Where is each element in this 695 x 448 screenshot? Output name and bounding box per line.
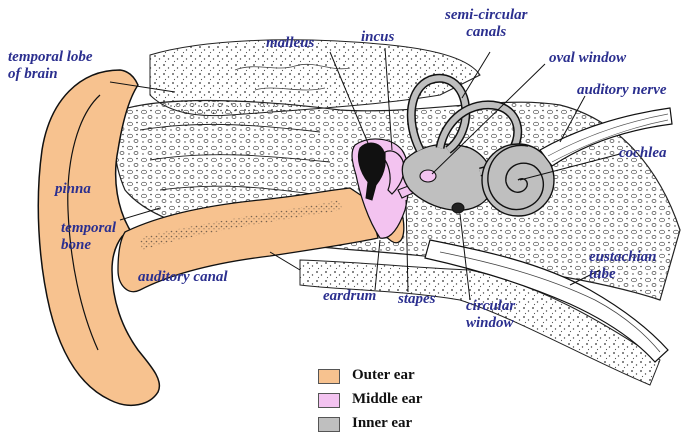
label-temporal-lobe: temporal lobe of brain	[8, 49, 93, 83]
label-malleus: malleus	[266, 35, 314, 52]
label-eardrum: eardrum	[323, 288, 376, 305]
label-auditory-canal: auditory canal	[138, 269, 228, 286]
legend-middle-label: Middle ear	[352, 390, 422, 408]
label-pinna: pinna	[55, 181, 91, 198]
label-incus: incus	[361, 29, 394, 46]
label-auditory-nerve: auditory nerve	[577, 82, 667, 99]
outer-ear-swatch	[318, 369, 340, 384]
label-semi-circular-canals: semi-circular canals	[445, 7, 528, 41]
label-circular-window: circular window	[466, 298, 515, 332]
label-oval-window: oval window	[549, 50, 626, 67]
middle-ear-swatch	[318, 393, 340, 408]
inner-ear-swatch	[318, 417, 340, 432]
legend-inner-label: Inner ear	[352, 414, 412, 432]
label-stapes: stapes	[398, 291, 436, 308]
label-temporal-bone: temporal bone	[61, 220, 116, 254]
legend-outer-label: Outer ear	[352, 366, 415, 384]
label-eustachian-tube: eustachian tube	[589, 249, 657, 283]
circular-window-shape	[452, 203, 464, 213]
label-cochlea: cochlea	[619, 145, 666, 162]
